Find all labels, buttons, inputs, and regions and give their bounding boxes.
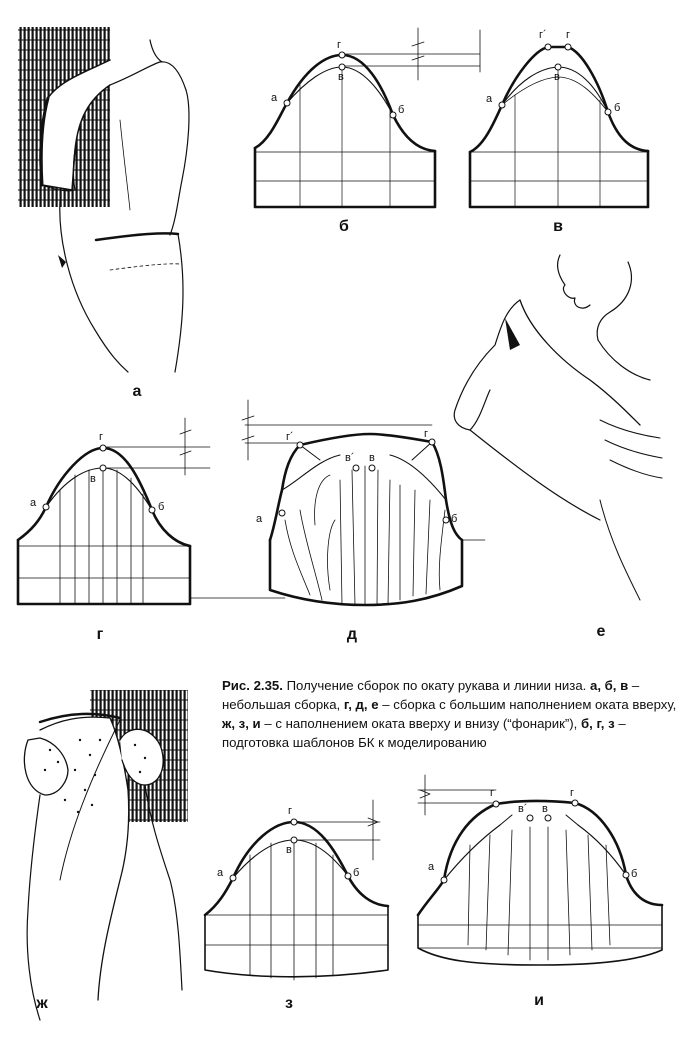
point-label-v: в [338, 71, 344, 83]
point-label-a: а [486, 93, 493, 105]
point-label-v-prime: в´ [518, 803, 528, 815]
point-label-a: а [30, 497, 37, 509]
panel-zh-illustration [23, 690, 188, 1021]
point-label-g: г [490, 787, 494, 799]
point-label-g: г [424, 428, 428, 440]
point-label-v: в [90, 473, 96, 485]
point-label-g: г [288, 805, 292, 817]
panel-label-b: б [339, 218, 349, 235]
point-label-v: в [369, 452, 375, 464]
caption-text: Получение сборок по окату рукава и линии… [282, 678, 590, 693]
panel-g-pattern: а г в б [16, 417, 286, 606]
point-label-v: в [286, 844, 292, 856]
point-label-b: б [451, 513, 457, 525]
point-label-b: б [158, 501, 164, 513]
point-label-a: а [428, 861, 435, 873]
panel-v-pattern: а г´ г в б [468, 29, 650, 209]
panel-label-e: е [596, 623, 606, 640]
panel-e-illustration [453, 254, 663, 601]
point-label-g-prime: г´ [539, 29, 547, 41]
panel-label-g: г [96, 626, 104, 643]
panel-z-pattern: а г в б [203, 799, 390, 981]
caption-figure-number: Рис. 2.35. [222, 678, 283, 693]
point-label-a: а [256, 513, 263, 525]
caption-text: – с наполнением оката вверху и внизу (“ф… [260, 716, 581, 731]
point-label-a: а [271, 92, 278, 104]
panel-label-zh: ж [36, 995, 48, 1012]
panel-b-pattern: а г в б [253, 27, 481, 209]
caption-panel-refs: б, г, з [581, 716, 615, 731]
point-label-b: б [631, 868, 637, 880]
caption-panel-refs: а, б, в [590, 678, 629, 693]
panel-a-illustration [18, 27, 190, 373]
point-label-b: б [353, 867, 359, 879]
figure-caption: Рис. 2.35. Получение сборок по окату рук… [222, 676, 682, 752]
point-label-g-prime: г´ [286, 431, 294, 443]
point-label-a: а [217, 867, 224, 879]
point-label-v: в [542, 803, 548, 815]
panel-label-d: д [346, 626, 358, 643]
caption-text: – сборка с большим наполнением оката вве… [378, 697, 677, 712]
point-label-g: г [566, 29, 570, 41]
point-label-b: б [614, 102, 620, 114]
panel-i-pattern: а г г в´ в б [416, 774, 664, 966]
point-label-b: б [398, 104, 404, 116]
panel-label-v: в [553, 218, 563, 235]
point-label-g: г [337, 39, 341, 51]
point-label-v: в [554, 71, 560, 83]
panel-d-pattern: а г´ г в´ в б [241, 399, 486, 607]
panel-label-z: з [285, 995, 293, 1012]
panel-label-a: а [132, 383, 142, 400]
caption-panel-refs: ж, з, и [222, 716, 261, 731]
caption-text: – небольшая сборка, [222, 678, 640, 712]
caption-panel-refs: г, д, е [343, 697, 379, 712]
point-label-v-prime: в´ [345, 452, 355, 464]
point-label-g: г [570, 787, 574, 799]
panel-label-i: и [534, 992, 544, 1009]
point-label-g: г [99, 431, 103, 443]
caption-text: – подготовка шаблонов БК к моделированию [222, 716, 626, 750]
